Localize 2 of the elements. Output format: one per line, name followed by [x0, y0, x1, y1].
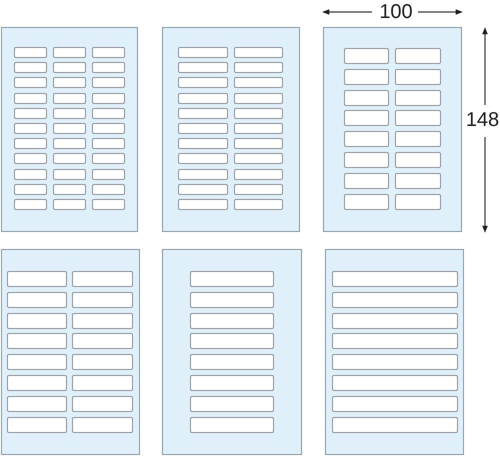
dimension-label: 100: [378, 0, 414, 24]
dimension-label: 148: [465, 108, 500, 132]
